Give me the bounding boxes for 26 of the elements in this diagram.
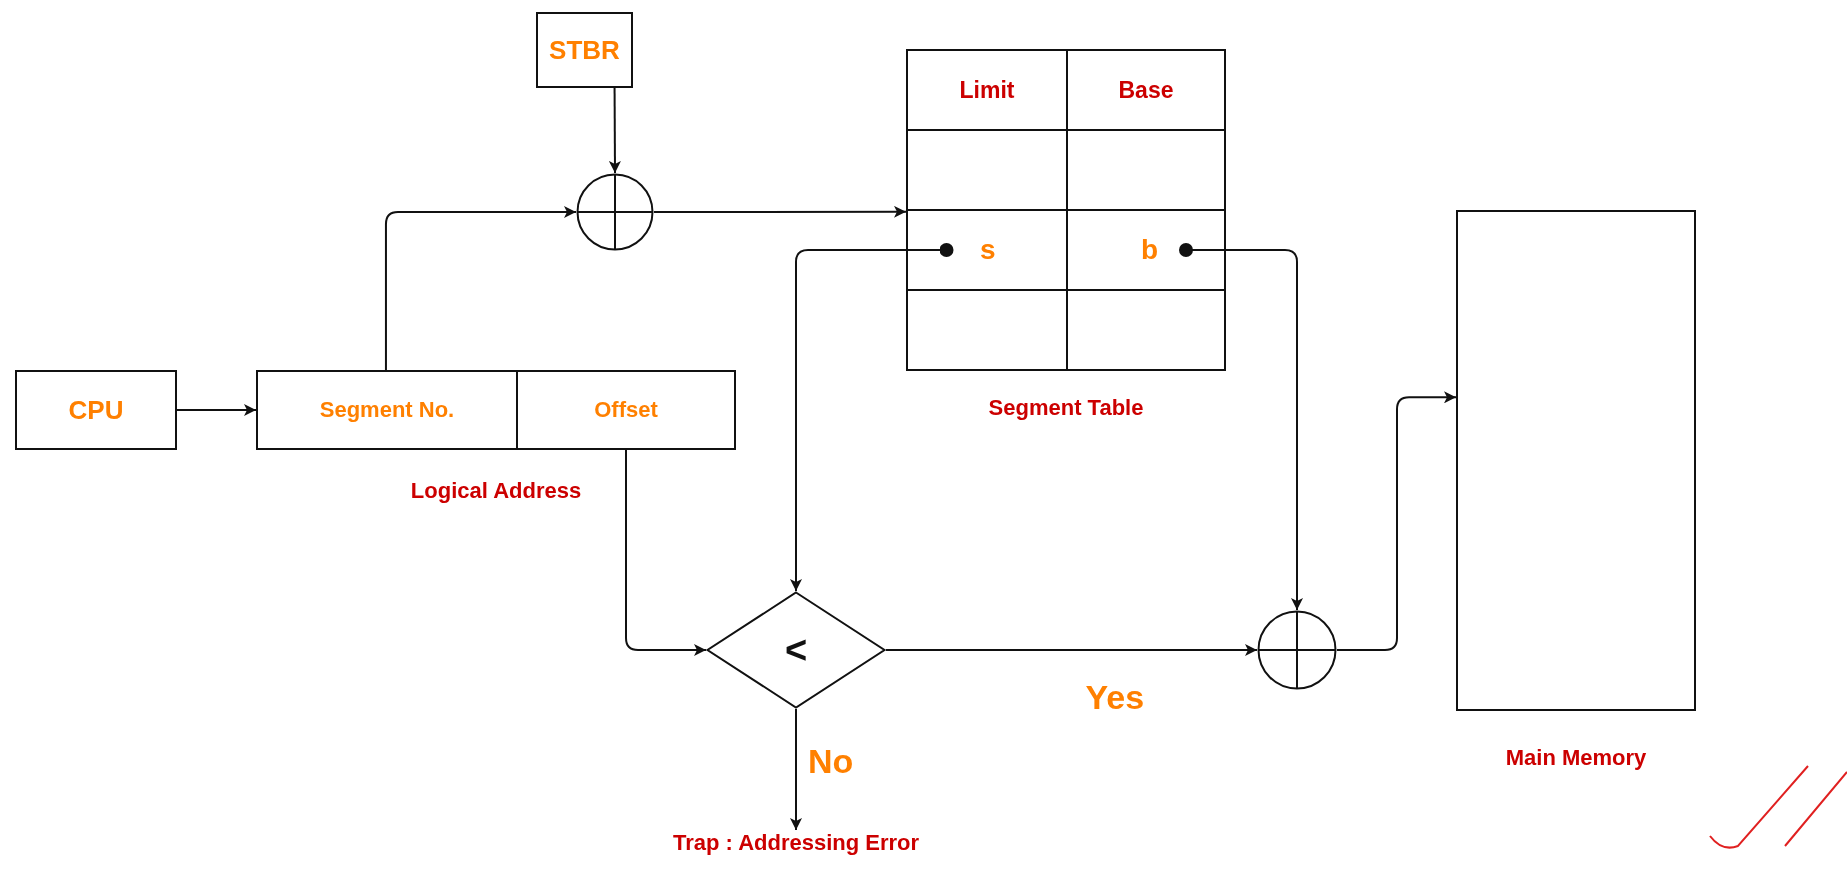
arrow [790,708,802,831]
arrow [608,87,621,174]
arrow [885,644,1258,656]
arrow [384,206,577,371]
memory-caption: Main Memory [1504,745,1648,771]
cpu-box: CPU [15,370,177,450]
arrow [790,243,954,592]
table-cell [1066,289,1226,371]
decision-diamond [706,591,886,709]
arrow [1179,243,1303,611]
adder-symbol [576,173,654,251]
arrow [625,449,707,656]
arrow [1336,391,1457,651]
register-box: STBR [536,12,633,88]
address-caption: Logical Address [409,478,583,504]
comparison-sign: < [784,628,808,672]
error-text: Trap : Addressing Error [596,830,996,872]
arrow [176,404,257,416]
address-field: Segment No. [256,370,518,450]
arrow [653,205,907,218]
table-cell: Limit [906,49,1068,131]
table-caption: Segment Table [987,395,1145,421]
table-cell [906,289,1068,371]
table-cell: Base [1066,49,1226,131]
address-field: Offset [516,370,736,450]
adder-symbol [1257,610,1337,690]
